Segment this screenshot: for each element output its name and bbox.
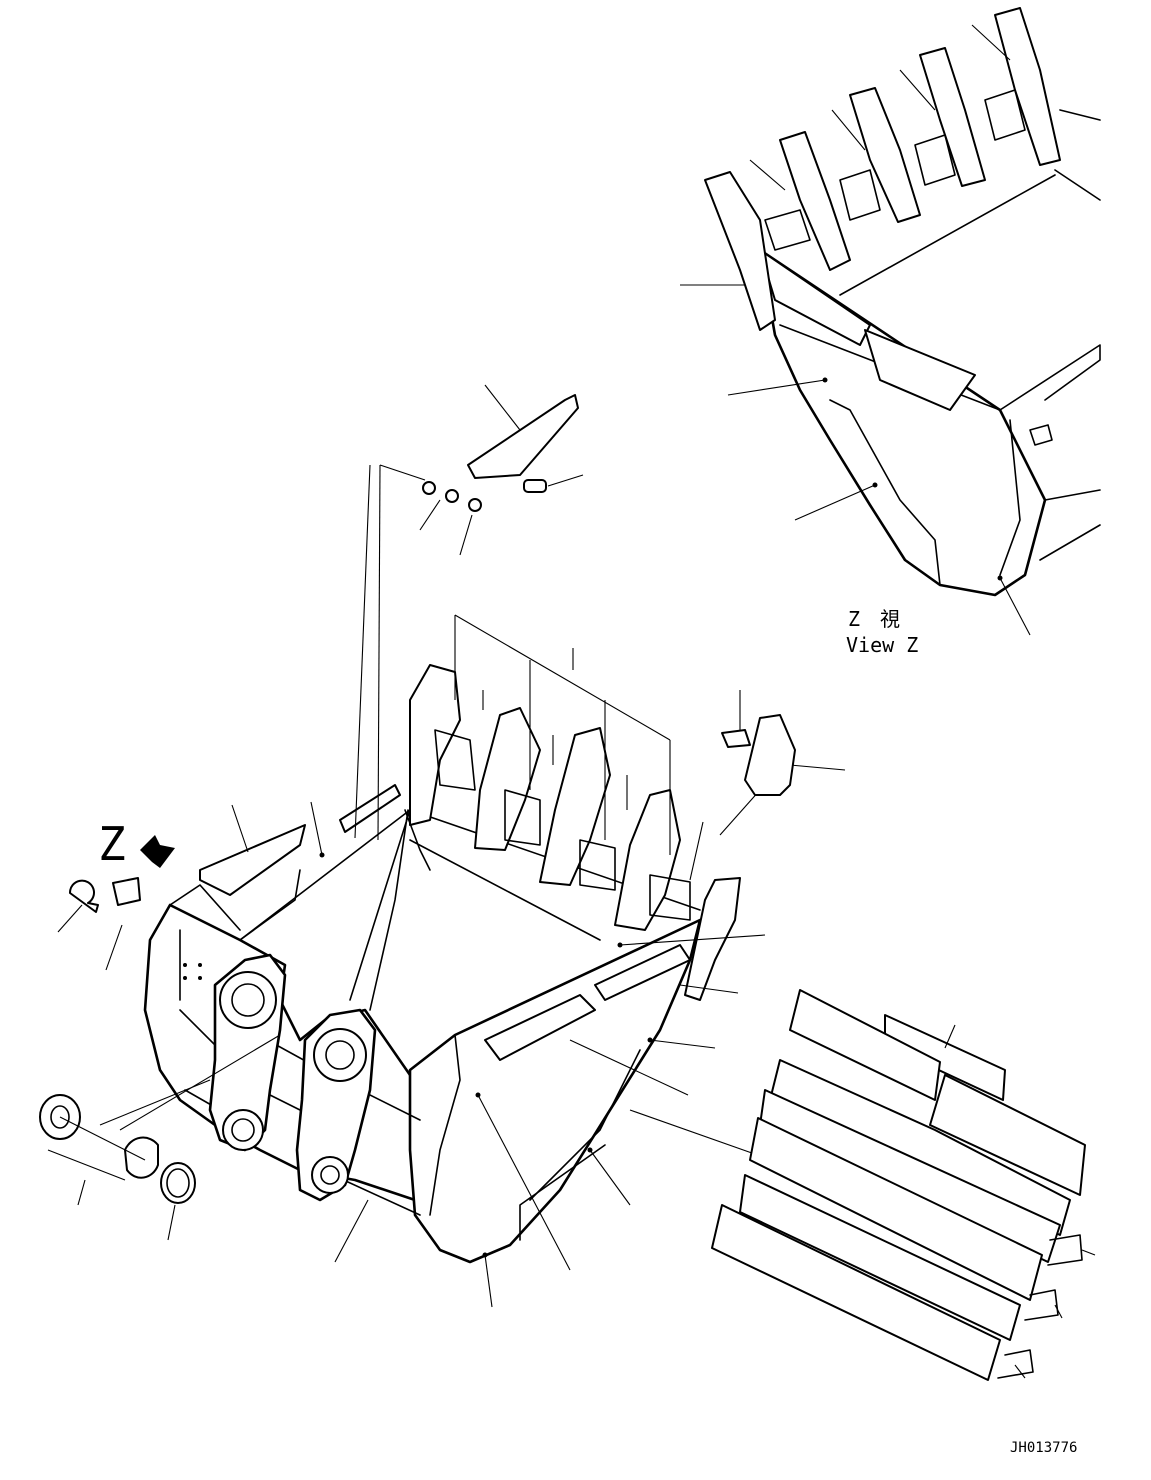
small-plate bbox=[721, 729, 751, 748]
tooth-2 bbox=[474, 707, 541, 851]
bucket-teeth bbox=[409, 664, 741, 1001]
right-boss-lower bbox=[311, 1156, 349, 1194]
view-z-arrow-letter: Z bbox=[98, 817, 126, 871]
bolt-nut bbox=[112, 877, 141, 906]
spare-tooth bbox=[744, 714, 796, 796]
left-boss-lower bbox=[222, 1109, 264, 1151]
shroud-pin bbox=[523, 479, 547, 493]
tooth-3 bbox=[539, 727, 611, 886]
wear-plates bbox=[711, 989, 1086, 1381]
view-direction-arrow-icon bbox=[140, 835, 175, 868]
left-boss-upper bbox=[219, 971, 277, 1029]
left-shroud-strip bbox=[339, 784, 401, 833]
view-z-side-shroud-rear bbox=[864, 329, 976, 411]
main-bucket bbox=[143, 464, 886, 1308]
loose-parts: Z bbox=[39, 384, 1096, 1381]
view-z-side-plate bbox=[758, 248, 1047, 597]
view-z-teeth bbox=[704, 7, 1061, 331]
tooth-4 bbox=[614, 789, 681, 931]
tooth-1 bbox=[409, 664, 461, 826]
left-side-shroud bbox=[199, 824, 306, 896]
view-z-detail: Z 視 View Z bbox=[680, 7, 1101, 657]
right-boss-upper bbox=[313, 1028, 367, 1082]
view-z-caption-en: View Z bbox=[846, 633, 918, 657]
bolt-head bbox=[68, 879, 99, 913]
view-z-caption-jp: Z 視 bbox=[848, 607, 900, 631]
right-side-shroud-lower bbox=[484, 994, 596, 1061]
right-side-shroud-upper bbox=[594, 944, 691, 1001]
spare-side-shroud bbox=[467, 394, 579, 479]
drawing-number: JH013776 bbox=[1010, 1440, 1077, 1456]
bucket-left-side-plate bbox=[143, 903, 422, 1202]
